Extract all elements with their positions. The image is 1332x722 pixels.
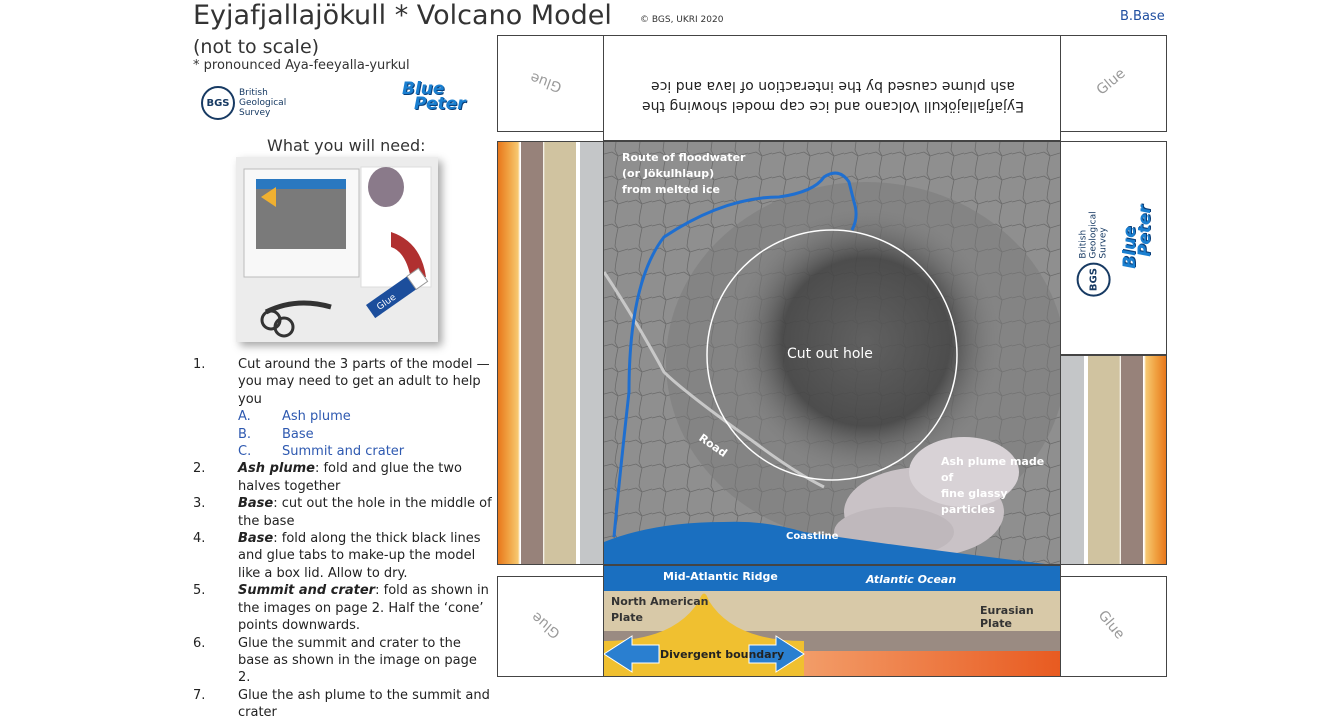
logo-side-panel: BGS British Geological Survey Blue Peter [1060,141,1167,355]
blue-peter-logo: Blue Peter [402,79,466,114]
floodwater-label: Route of floodwater (or Jökulhlaup) from… [622,151,746,196]
mid-atlantic-ridge-label: Mid-Atlantic Ridge [663,570,778,583]
glue-tab-bottom-left: Glue [497,576,604,677]
eurasian-plate-label: Eurasian Plate [980,604,1034,630]
top-flap-caption: Eyjafjallajökull Volcano and ice cap mod… [641,78,1025,114]
bgs-logo-text: British Geological Survey [239,88,287,118]
left-side-strata [497,141,604,565]
cut-out-hole-label: Cut out hole [787,346,873,362]
step-2: 2. Ash plume: fold and glue the two halv… [193,461,462,494]
cross-section-panel: Mid-Atlantic Ridge Atlantic Ocean North … [603,565,1061,677]
pronunciation-note: * pronounced Aya-feeyalla-yurkul [193,58,410,73]
glue-tab-top-left: Glue [497,35,604,132]
copyright-text: © BGS, UKRI 2020 [640,15,724,25]
volcano-map: Route of floodwater (or Jökulhlaup) from… [603,141,1061,565]
step-7: 7. Glue the ash plume to the summit and … [193,687,490,721]
bgs-logo-icon: BGS [1076,262,1111,297]
materials-illustration: Glue [243,166,432,338]
bgs-logo-rotated: BGS British Geological Survey [1076,211,1111,297]
bgs-logo: BGS British Geological Survey [201,86,286,120]
glue-tab-top-right: Glue [1060,35,1167,132]
north-american-plate-label: North American Plate [611,595,709,624]
glue-tab-bottom-right: Glue [1060,576,1167,677]
instruction-list: 1. Cut around the 3 parts of the model —… [193,356,493,722]
right-side-strata [1060,355,1167,565]
divergent-boundary-label: Divergent boundary [660,648,785,661]
bgs-logo-text: British Geological Survey [1078,211,1109,259]
part-c: C.Summit and crater [238,444,405,460]
step-1: 1. Cut around the 3 parts of the model —… [193,357,490,407]
step-4: 4. Base: fold along the thick black line… [193,531,481,581]
subtitle: (not to scale) [193,36,320,58]
ash-plume-label: Ash plume made of fine glassy particles [941,455,1045,516]
bgs-logo-icon: BGS [201,86,235,120]
part-a: A.Ash plume [238,409,351,425]
top-flap: Eyjafjallajökull Volcano and ice cap mod… [603,35,1061,141]
atlantic-ocean-label: Atlantic Ocean [866,573,957,586]
cross-section-graphic [604,566,1060,676]
page-code: B.Base [1120,9,1165,24]
step-6: 6. Glue the summit and crater to the bas… [193,635,477,686]
step-5: 5. Summit and crater: fold as shown in t… [193,583,489,634]
step-3: 3. Base: cut out the hole in the middle … [193,496,492,529]
volcano-map-graphic [604,142,1060,564]
part-b: B.Base [238,426,314,442]
page-title: Eyjafjallajökull * Volcano Model [193,0,612,31]
blue-peter-logo-rotated: Blue Peter [1119,205,1155,269]
what-you-need-heading: What you will need: [267,136,426,155]
materials-photo: Glue [236,157,438,342]
coastline-label: Coastline [786,531,839,542]
